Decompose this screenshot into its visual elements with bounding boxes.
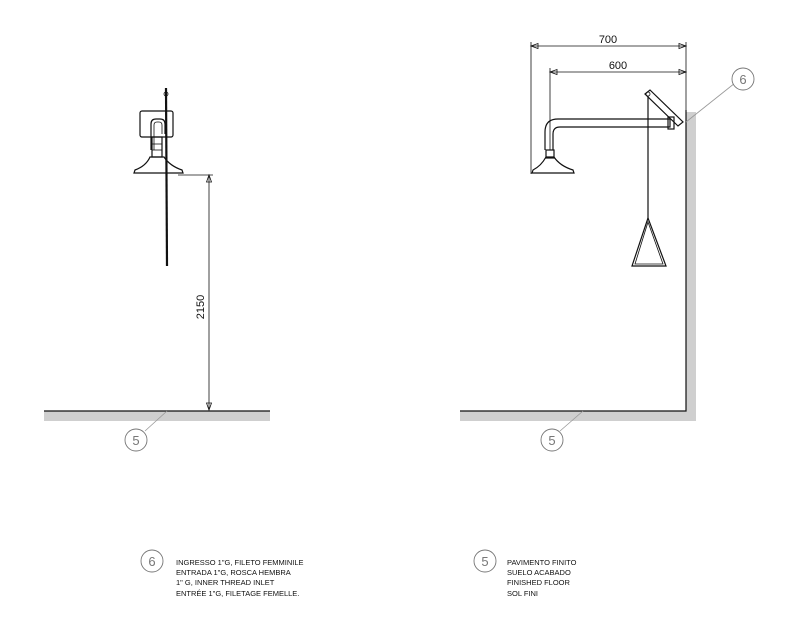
legend-floor-circle [473, 549, 497, 573]
legend-inlet-line: 1" G, INNER THREAD INLET [176, 578, 275, 587]
wall-plate [139, 110, 174, 138]
legend-inlet-line: INGRESSO 1"G, FILETO FEMMINILE [176, 558, 304, 567]
inlet-pipe [150, 118, 166, 150]
front-view: 2150 5 [44, 87, 270, 452]
shower-stem-right [545, 149, 555, 159]
pull-rod-left [164, 87, 169, 267]
legend-inlet-line: ENTRADA 1"G, ROSCA HEMBRA [176, 568, 291, 577]
inlet-callout-number: 6 [739, 72, 746, 87]
floor-leader-right [559, 410, 584, 432]
floor-callout-number-left: 5 [132, 433, 139, 448]
legend-inlet-line: ENTRÉE 1"G, FILETAGE FEMELLE. [176, 589, 299, 598]
shower-head-right [531, 156, 575, 174]
legend-floor-number: 5 [481, 554, 488, 569]
inlet-leader [685, 82, 736, 123]
floor-slab-right [460, 411, 696, 421]
floor-leader-left [144, 410, 168, 432]
legend-floor-line: SUELO ACABADO [507, 568, 571, 577]
legend-inlet-number: 6 [148, 554, 155, 569]
legend-floor: 5 PAVIMENTO FINITO SUELO ACABADO FINISHE… [473, 549, 577, 598]
pull-handle [631, 216, 667, 267]
height-dimension-label: 2150 [195, 295, 207, 319]
floor-callout-circle-right [540, 428, 564, 452]
legend-floor-line: FINISHED FLOOR [507, 578, 571, 587]
floor-callout-number-right: 5 [548, 433, 555, 448]
wall-slab [686, 112, 696, 421]
shower-arm [544, 118, 671, 150]
shower-head-left [133, 156, 184, 174]
legend-floor-line: PAVIMENTO FINITO [507, 558, 577, 567]
outer-width-label: 700 [599, 34, 617, 46]
legend-inlet: 6 INGRESSO 1"G, FILETO FEMMINILE ENTRADA… [140, 549, 304, 598]
inlet-callout-circle [731, 67, 755, 91]
wall-flange [667, 116, 675, 130]
floor-wall-line [460, 110, 687, 412]
floor-callout-circle-left [124, 428, 148, 452]
floor-slab-left [44, 411, 270, 421]
inner-width-label: 600 [609, 60, 627, 72]
pull-bracket [644, 89, 684, 127]
legend-inlet-circle [140, 549, 164, 573]
shower-stem [151, 136, 163, 158]
side-view: 700 600 6 5 [460, 34, 755, 452]
legend-floor-line: SOL FINI [507, 589, 538, 598]
